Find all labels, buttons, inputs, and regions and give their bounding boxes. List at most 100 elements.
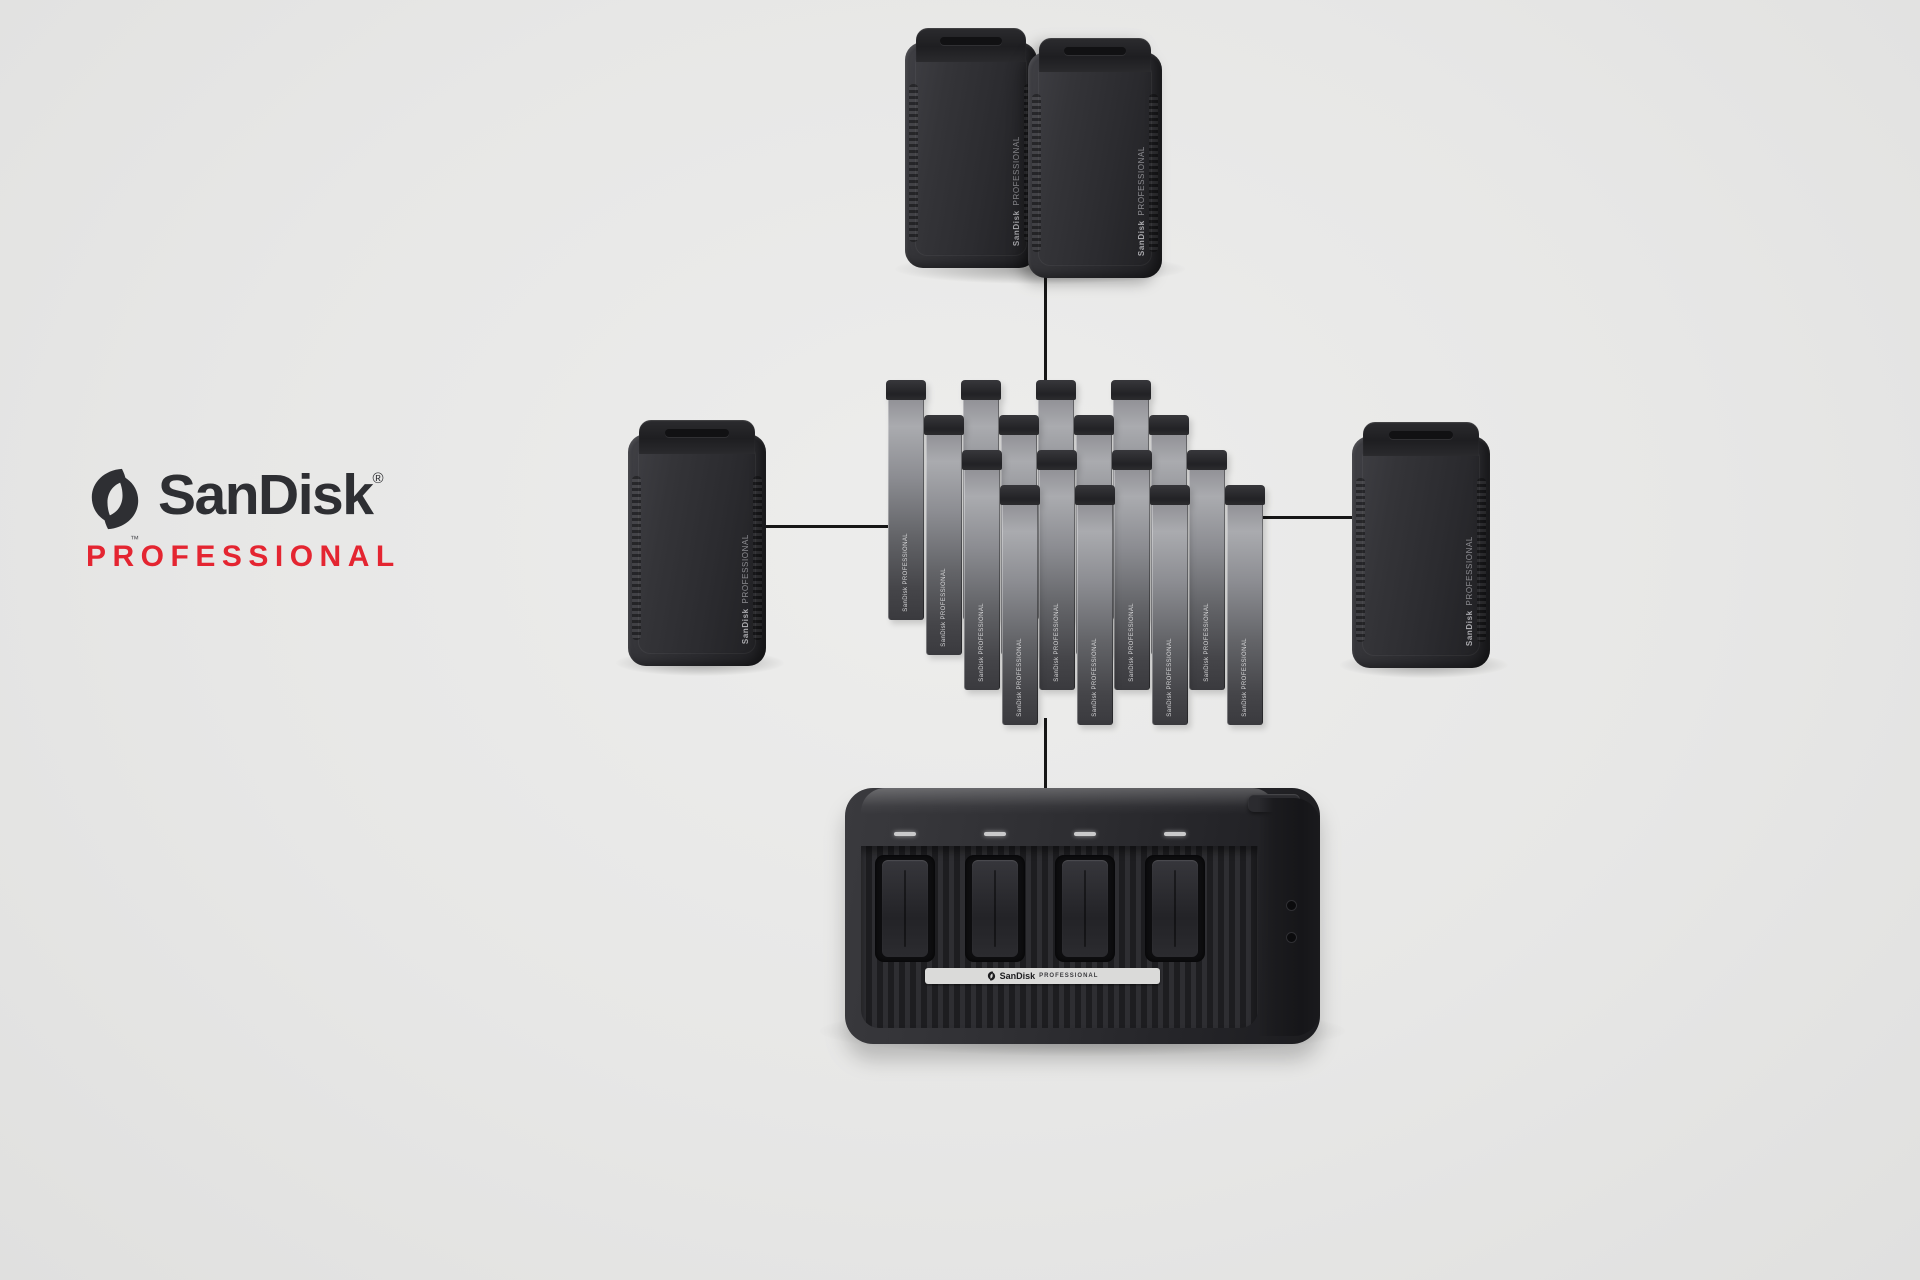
ssd-mag: SanDisk PROFESSIONAL (1075, 485, 1115, 725)
inserted-blade-handle (882, 860, 928, 957)
enclosure-seam (1038, 62, 1152, 266)
station-blade-slot (1145, 855, 1205, 962)
enclosure-body: SanDisk PROFESSIONAL (628, 434, 766, 666)
status-led (894, 832, 916, 836)
mag-cap (1000, 485, 1040, 505)
mag-cap (1074, 415, 1114, 435)
brand-subtitle: PROFESSIONAL (86, 540, 401, 573)
mag-cap (1112, 450, 1152, 470)
station-side-face (1258, 798, 1320, 1036)
mag-label: SanDisk PROFESSIONAL (1167, 638, 1173, 717)
blade-slot-opening (664, 429, 730, 437)
status-led (1074, 832, 1096, 836)
mag-cap (1111, 380, 1151, 400)
station-side-port (1286, 932, 1297, 943)
brand-name: SanDisk (158, 463, 374, 527)
station-brand-bar: SanDisk PROFESSIONAL (925, 968, 1160, 984)
enclosure-slot-cap (916, 28, 1026, 62)
enclosure-seam (638, 444, 756, 654)
mag-cap (962, 450, 1002, 470)
enclosure-label: SanDisk PROFESSIONAL (1465, 535, 1474, 646)
ssd-mag: SanDisk PROFESSIONAL (1112, 450, 1152, 690)
enclosure-body: SanDisk PROFESSIONAL (1352, 436, 1490, 668)
inserted-blade-handle (972, 860, 1018, 957)
grip-ridges-right (1477, 478, 1486, 642)
enclosure-seam (915, 52, 1027, 256)
grip-ridges-left (1032, 94, 1041, 252)
enclosure-slot-cap (1363, 422, 1479, 456)
station-blade-slot (875, 855, 935, 962)
ssd-mag: SanDisk PROFESSIONAL (886, 380, 926, 620)
enclosure-seam (1362, 446, 1480, 656)
mag-cap (961, 380, 1001, 400)
ssd-mag: SanDisk PROFESSIONAL (1150, 485, 1190, 725)
ssd-mag: SanDisk PROFESSIONAL (1000, 485, 1040, 725)
enclosure-body: SanDisk PROFESSIONAL (1028, 52, 1162, 278)
grip-ridges-left (632, 476, 641, 640)
connector-grid-to-station (1044, 718, 1047, 792)
sandisk-s-icon (91, 468, 139, 530)
sandisk-professional-logo: SanDisk ® ™ PROFESSIONAL (86, 462, 426, 574)
mag-cap (1036, 380, 1076, 400)
ssd-enclosure-right: SanDisk PROFESSIONAL (1352, 422, 1490, 668)
ssd-enclosure-top-left: SanDisk PROFESSIONAL (905, 28, 1037, 268)
enclosure-label: SanDisk PROFESSIONAL (1137, 145, 1146, 256)
mag-label: SanDisk PROFESSIONAL (1092, 638, 1098, 717)
connector-grid-to-right (1240, 516, 1352, 519)
ssd-enclosure-top-right: SanDisk PROFESSIONAL (1028, 38, 1162, 278)
enclosure-label: SanDisk PROFESSIONAL (1012, 135, 1021, 246)
mag-cap (924, 415, 964, 435)
inserted-blade-handle (1062, 860, 1108, 957)
mag-body: SanDisk PROFESSIONAL (1227, 505, 1263, 725)
mag-label: SanDisk PROFESSIONAL (1204, 603, 1210, 682)
mag-label: SanDisk PROFESSIONAL (1242, 638, 1248, 717)
enclosure-label: SanDisk PROFESSIONAL (741, 533, 750, 644)
mag-label: SanDisk PROFESSIONAL (903, 533, 909, 612)
ssd-enclosure-left: SanDisk PROFESSIONAL (628, 420, 766, 666)
mag-label: SanDisk PROFESSIONAL (979, 603, 985, 682)
mag-body: SanDisk PROFESSIONAL (1152, 505, 1188, 725)
mag-cap (1225, 485, 1265, 505)
connector-top-pair-to-grid (1044, 266, 1047, 386)
mag-body: SanDisk PROFESSIONAL (926, 435, 962, 655)
ssd-mag: SanDisk PROFESSIONAL (1187, 450, 1227, 690)
trademark-mark: ™ (130, 534, 139, 544)
status-led (984, 832, 1006, 836)
mag-body: SanDisk PROFESSIONAL (888, 400, 924, 620)
ssd-mag: SanDisk PROFESSIONAL (962, 450, 1002, 690)
mag-body: SanDisk PROFESSIONAL (1077, 505, 1113, 725)
station-side-port (1286, 900, 1297, 911)
grip-ridges-right (753, 476, 762, 640)
grip-ridges-left (1356, 478, 1365, 642)
mag-cap (886, 380, 926, 400)
enclosure-slot-cap (1039, 38, 1151, 72)
enclosure-slot-cap (639, 420, 755, 454)
station-brand-sub: PROFESSIONAL (1039, 973, 1099, 979)
mag-body: SanDisk PROFESSIONAL (1039, 470, 1075, 690)
mag-cap (1149, 415, 1189, 435)
status-led (1164, 832, 1186, 836)
inserted-blade-handle (1152, 860, 1198, 957)
station-brand-name: SanDisk (999, 971, 1036, 981)
mag-cap (1187, 450, 1227, 470)
mag-cap (1037, 450, 1077, 470)
mag-label: SanDisk PROFESSIONAL (1129, 603, 1135, 682)
ssd-mag: SanDisk PROFESSIONAL (924, 415, 964, 655)
mag-body: SanDisk PROFESSIONAL (964, 470, 1000, 690)
mag-cap (1075, 485, 1115, 505)
enclosure-body: SanDisk PROFESSIONAL (905, 42, 1037, 268)
mag-label: SanDisk PROFESSIONAL (1054, 603, 1060, 682)
blade-slot-opening (1388, 431, 1454, 439)
station-front-face: SanDisk PROFESSIONAL (861, 818, 1258, 1028)
mag-cap (1150, 485, 1190, 505)
blade-slot-opening (1063, 47, 1127, 55)
ssd-mag: SanDisk PROFESSIONAL (1037, 450, 1077, 690)
brand-row: SanDisk ® ™ (86, 462, 426, 544)
connector-left-to-grid (766, 525, 890, 528)
blade-slot-opening (940, 37, 1002, 45)
mag-label: SanDisk PROFESSIONAL (941, 568, 947, 647)
mag-label: SanDisk PROFESSIONAL (1017, 638, 1023, 717)
mag-body: SanDisk PROFESSIONAL (1114, 470, 1150, 690)
sandisk-s-icon-small (987, 971, 995, 981)
